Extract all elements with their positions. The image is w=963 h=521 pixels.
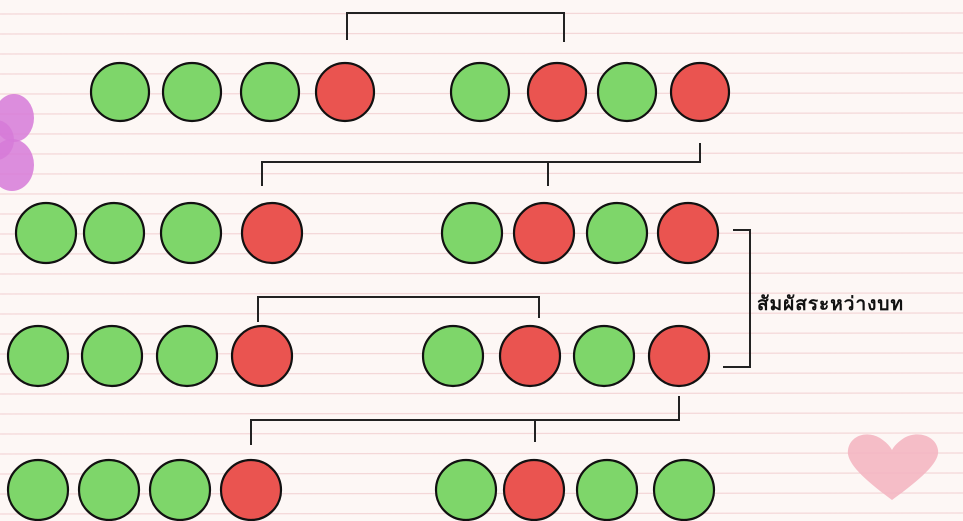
red-bead: [528, 63, 586, 121]
green-bead: [451, 63, 509, 121]
red-bead: [232, 326, 292, 386]
green-bead: [654, 460, 714, 520]
green-bead: [82, 326, 142, 386]
red-bead: [316, 63, 374, 121]
green-bead: [161, 203, 221, 263]
green-bead: [423, 326, 483, 386]
green-bead: [157, 326, 217, 386]
red-bead: [242, 203, 302, 263]
red-bead: [671, 63, 729, 121]
green-bead: [16, 203, 76, 263]
green-bead: [91, 63, 149, 121]
red-bead: [649, 326, 709, 386]
green-bead: [598, 63, 656, 121]
inter-stanza-rhyme-label: สัมผัสระหว่างบท: [757, 293, 904, 315]
red-bead: [658, 203, 718, 263]
green-bead: [79, 460, 139, 520]
green-bead: [163, 63, 221, 121]
red-bead: [221, 460, 281, 520]
red-bead: [500, 326, 560, 386]
red-bead: [514, 203, 574, 263]
green-bead: [577, 460, 637, 520]
green-bead: [436, 460, 496, 520]
green-bead: [241, 63, 299, 121]
green-bead: [8, 460, 68, 520]
red-bead: [504, 460, 564, 520]
green-bead: [587, 203, 647, 263]
green-bead: [84, 203, 144, 263]
green-bead: [150, 460, 210, 520]
green-bead: [442, 203, 502, 263]
green-bead: [574, 326, 634, 386]
green-bead: [8, 326, 68, 386]
